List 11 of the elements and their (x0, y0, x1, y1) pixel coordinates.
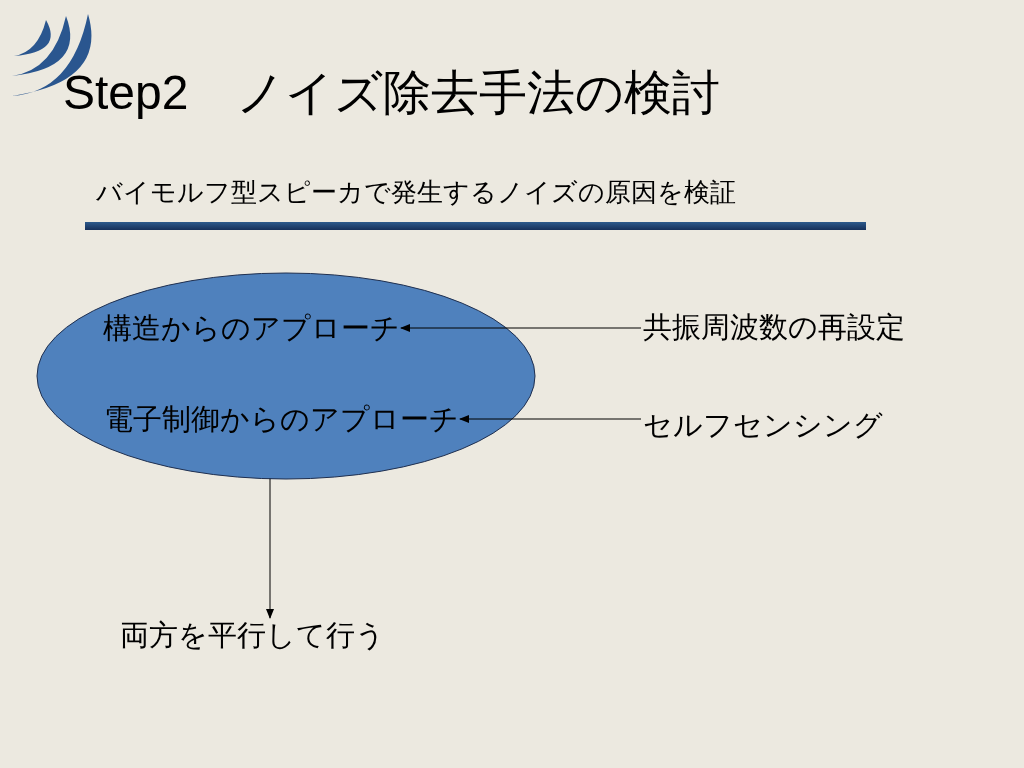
node-text: セルフセンシング (643, 406, 943, 444)
node-text: 両方を平行して行う (120, 616, 440, 656)
ellipse-shape (36, 272, 536, 480)
arrow (266, 478, 274, 619)
node-text: 電子制御からのアプローチ (104, 400, 504, 438)
node-text: 共振周波数の再設定 (643, 308, 983, 346)
arrow (400, 324, 642, 332)
arrow (459, 415, 642, 423)
node-text: 構造からのアプローチ (103, 309, 463, 347)
subtitle-text: バイモルフ型スピーカで発生するノイズの原因を検証 (96, 176, 736, 209)
slide-title: Step2 ノイズ除去手法の検討 (63, 65, 721, 121)
